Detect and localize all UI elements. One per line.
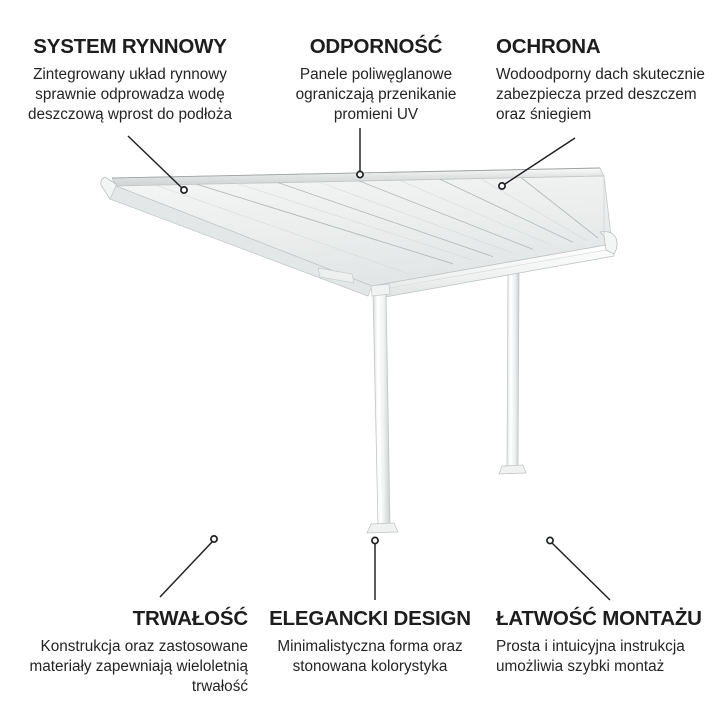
callout-title-design: ELEGANCKI DESIGN — [269, 607, 471, 630]
callout-body-gutter: Zintegrowany układ rynnowy sprawnie odpr… — [27, 65, 233, 124]
callout-body-uv: Panele poliwęglanowe ograniczają przenik… — [295, 65, 457, 124]
callout-assembly: ŁATWOŚĆ MONTAŻU Prosta i intuicyjna inst… — [496, 607, 716, 677]
callout-design: ELEGANCKI DESIGN Minimalistyczna forma o… — [262, 607, 478, 677]
callout-title-durable: TRWAŁOŚĆ — [132, 607, 249, 630]
callout-shield: OCHRONA Wodoodporny dach skutecznie zabe… — [496, 35, 708, 126]
marker-design — [371, 536, 379, 545]
canopy-left-edge — [109, 185, 373, 297]
callout-title-shield: OCHRONA — [496, 35, 601, 58]
leader-line-gutter — [127, 135, 183, 189]
callout-body-assembly: Prosta i intuicyjna instrukcja umożliwia… — [496, 637, 685, 675]
leader-lines — [127, 128, 611, 601]
callout-uv: ODPORNOŚĆ Panele poliwęglanowe ogranicza… — [278, 35, 474, 126]
leader-line-shield — [504, 137, 576, 185]
marker-gutter — [180, 186, 188, 194]
marker-uv — [356, 170, 364, 179]
leader-line-assembly — [551, 542, 611, 601]
panel-seams — [196, 177, 599, 265]
gutter-end-cap-left — [100, 176, 119, 200]
marker-assembly — [546, 536, 554, 545]
callout-body-durable: Konstrukcja oraz zastosowane materiały z… — [29, 637, 248, 696]
callout-body-shield: Wodoodporny dach skutecznie zabezpiecza … — [496, 65, 705, 124]
panel-hairlines — [155, 178, 587, 276]
callout-title-gutter: SYSTEM RYNNOWY — [33, 35, 227, 58]
callout-body-design: Minimalistyczna forma oraz stonowana kol… — [277, 637, 463, 675]
callout-title-uv: ODPORNOŚĆ — [309, 35, 443, 58]
callout-durable: TRWAŁOŚĆ Konstrukcja oraz zastosowane ma… — [10, 607, 249, 698]
post-right — [498, 272, 527, 475]
gutter-end-cap-right — [599, 176, 618, 255]
leader-line-durable — [159, 541, 213, 598]
callout-title-assembly: ŁATWOŚĆ MONTAŻU — [496, 607, 702, 630]
post-left — [366, 283, 399, 534]
polycarbonate-roof-panels — [115, 175, 613, 287]
callout-gutter: SYSTEM RYNNOWY Zintegrowany układ rynnow… — [14, 35, 246, 126]
marker-shield — [498, 182, 506, 190]
marker-durable — [210, 535, 218, 543]
wall-mount-beam — [111, 167, 605, 187]
support-bracket-left — [317, 267, 355, 284]
integrated-gutter-fascia — [371, 243, 615, 300]
